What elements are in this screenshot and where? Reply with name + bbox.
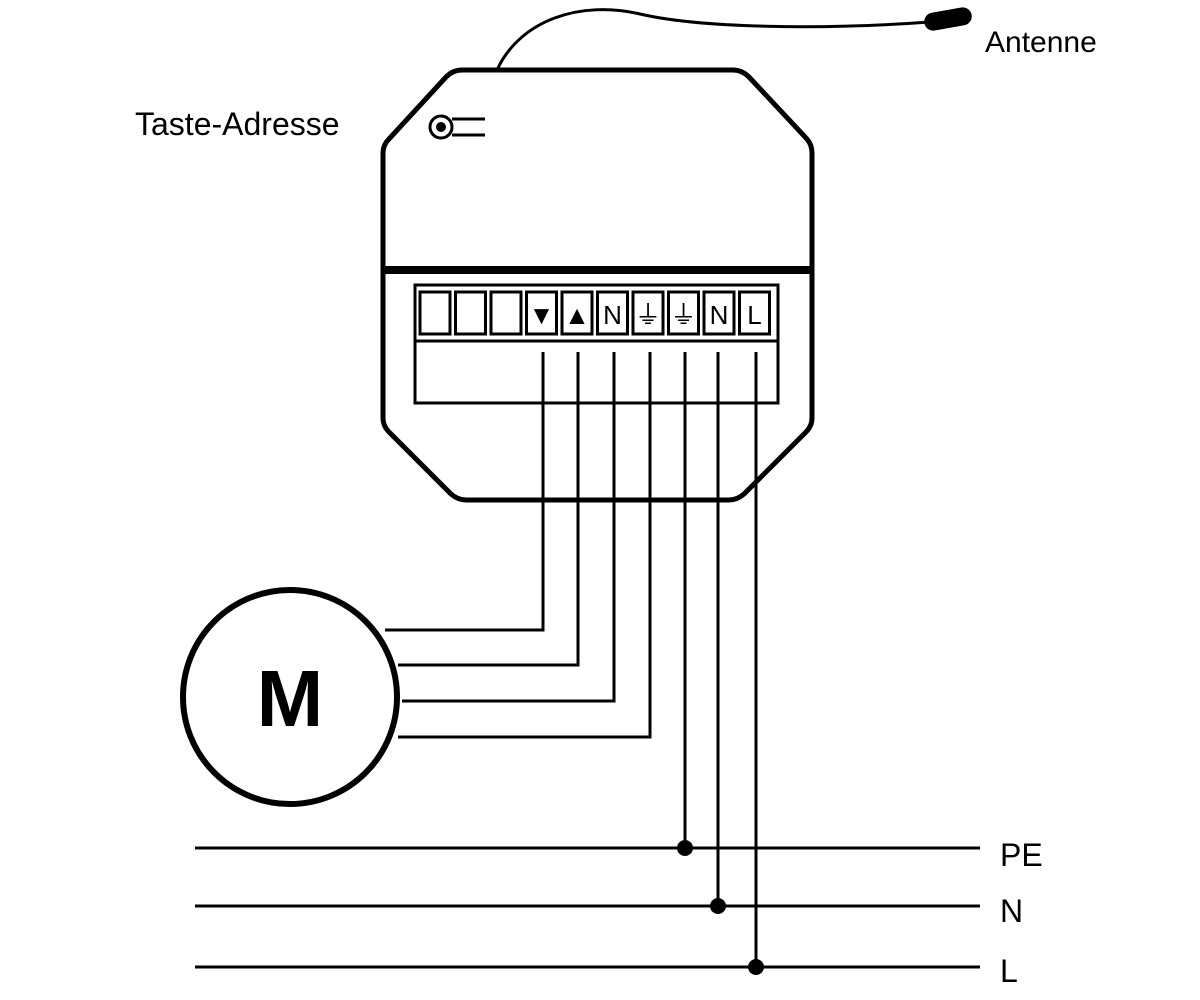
supply-lines — [195, 846, 980, 969]
terminal-6 — [631, 290, 665, 336]
terminal-7 — [667, 290, 700, 336]
line-n-label: N — [1000, 893, 1023, 929]
line-l-label: L — [1000, 953, 1018, 989]
terminal-3 — [525, 290, 558, 336]
junction-n — [710, 898, 726, 914]
address-button-label: Taste-Adresse — [135, 106, 340, 142]
wire-motor-pe — [398, 352, 652, 739]
junction-l — [748, 959, 764, 975]
terminal-label-7: ⏚ — [670, 300, 696, 330]
terminal-2 — [489, 290, 523, 336]
antenna-label: Antenne — [985, 26, 1097, 59]
terminal-label-8: N — [710, 300, 729, 330]
wire-up — [398, 352, 580, 667]
motor-label: M — [257, 654, 324, 743]
device-divider — [383, 266, 812, 274]
motor — [180, 587, 400, 807]
antenna-tip — [924, 7, 972, 31]
terminal-1 — [454, 290, 487, 336]
terminal-0 — [418, 290, 452, 336]
antenna-cable — [495, 8, 931, 71]
terminal-9 — [738, 290, 771, 336]
terminal-4 — [560, 290, 594, 336]
terminal-label-5: N — [603, 300, 622, 330]
address-button-icon[interactable] — [428, 114, 485, 140]
line-pe-label: PE — [1000, 837, 1043, 873]
wire-motor-n — [402, 352, 616, 703]
wires — [385, 352, 758, 967]
wire-down — [385, 352, 545, 632]
terminal-label-9: L — [747, 300, 761, 330]
terminal-8 — [702, 290, 736, 336]
terminal-label-4: ▲ — [564, 300, 590, 330]
junction-pe — [677, 840, 693, 856]
terminal-5 — [596, 290, 629, 336]
terminal-label-6: ⏚ — [635, 300, 661, 330]
terminal-label-3: ▼ — [529, 300, 555, 330]
